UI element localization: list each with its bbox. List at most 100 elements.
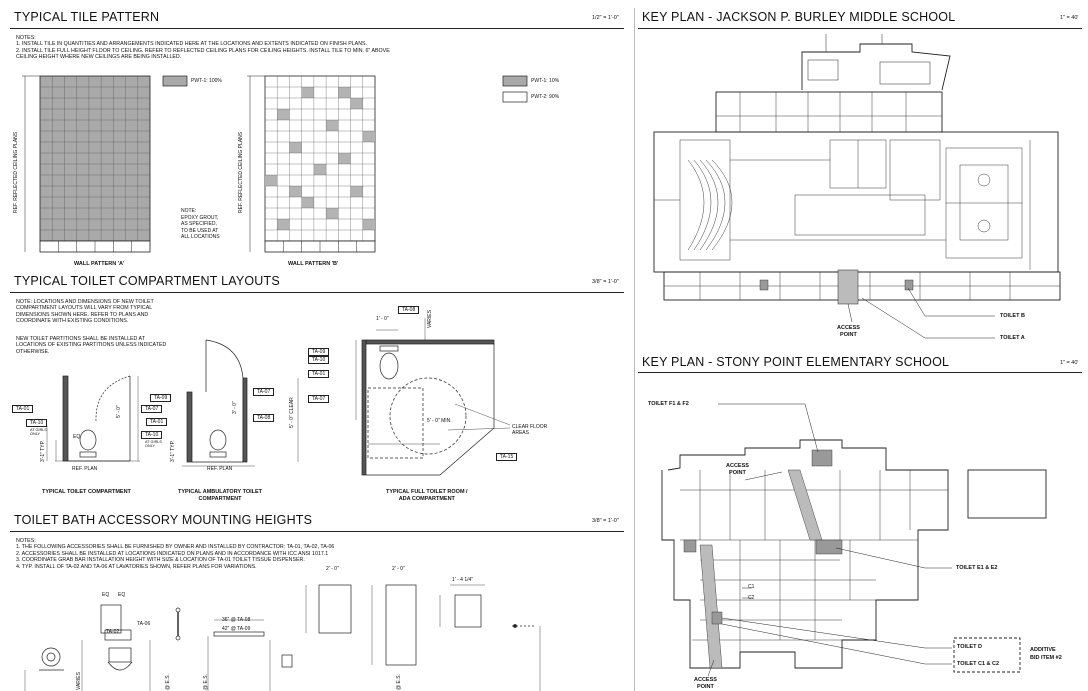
clear-floor-line: AREAS (512, 430, 529, 436)
toilet-title-rule (10, 292, 624, 293)
toilet-note-line: OTHERWISE. (16, 348, 50, 355)
toilet-f-label: TOILET F1 & F2 (648, 401, 689, 407)
accessory-mounting-title: TOILET BATH ACCESSORY MOUNTING HEIGHTS (14, 513, 313, 527)
toilet-a-label: TOILET A (1000, 335, 1025, 341)
toilet-note-line: COORDINATE WITH EXISTING CONDITIONS. (16, 318, 129, 325)
key-plan-2-rule (638, 372, 1082, 373)
typical-compartment-drawing (46, 375, 140, 462)
at-girls-line: AT GIRLS (30, 428, 47, 432)
tag-ta09-room: TA-09 (308, 348, 330, 356)
toilet-compartment-scale: 3/8" = 1'-0" (592, 279, 619, 285)
wall-pattern-a (22, 75, 151, 253)
legend-pwt1-b: PWT-1: 10% (531, 78, 560, 84)
toilet-c-label: TOILET C1 & C2 (957, 661, 1000, 667)
tag-ta10-room: TA-10 (308, 356, 330, 364)
tile-title-rule (10, 28, 624, 29)
toilet-compartment-drawings (46, 318, 511, 476)
tag-ta01-comp1: TA-01 (12, 405, 34, 413)
access-point-line: POINT (840, 332, 857, 338)
tile-note-1: 1. INSTALL TILE IN QUANTITIES AND ARRANG… (16, 41, 368, 48)
legend-pwt2-b: PWT-2: 90% (531, 94, 560, 100)
tag-ta06-access: TA-06 (137, 621, 151, 627)
toilet-e-label: TOILET E1 & E2 (956, 565, 998, 571)
tag-ta07-comp2: TA-07 (141, 405, 163, 413)
tag-ta10-comp2: TA-10 (141, 431, 163, 439)
toilet-note-line: COMPARTMENT LAYOUTS WILL VARY FROM TYPIC… (16, 305, 153, 312)
access-point-line: ACCESS (694, 677, 717, 683)
toilet-note-line: NEW TOILET PARTITIONS SHALL BE INSTALLED… (16, 336, 145, 342)
grout-note: NOTE: EPOXY GROUT, AS SPECIFIED, TO BE U… (181, 208, 220, 241)
tile-pattern-title: TYPICAL TILE PATTERN (14, 10, 160, 24)
tag-ta01-room: TA-01 (308, 370, 330, 378)
pwt1-accent-tile (338, 87, 351, 98)
access-point-line: ACCESS (837, 325, 860, 331)
tag-ta10-comp1: TA-10 (26, 419, 48, 427)
accessory-note-2: 2. ACCESSORIES SHALL BE INSTALLED AT LOC… (16, 550, 329, 557)
dim-eq-comp1: EQ (73, 434, 81, 440)
tile-pattern-scale: 1/2" = 1'-0" (592, 15, 619, 21)
pwt1-accent-tile (326, 120, 339, 131)
key-plan-1-title: KEY PLAN - JACKSON P. BURLEY MIDDLE SCHO… (642, 10, 956, 24)
tile-notes-header: NOTES: (16, 35, 36, 41)
grout-note-line: ALL LOCATIONS (181, 234, 220, 241)
label-36-ta08: 36" @ TA-08 (222, 617, 251, 623)
c1-label: C1 (748, 584, 755, 590)
access-point-line: POINT (729, 470, 746, 476)
legend-swatch-pwt1-a (162, 75, 188, 87)
accessory-notes-header: NOTES: (16, 538, 36, 544)
toilet-note-line: NOTE: LOCATIONS AND DIMENSIONS OF NEW TO… (16, 299, 154, 305)
eq-label-1: EQ (102, 592, 110, 598)
typical-compartment-caption: TYPICAL TOILET COMPARTMENT (42, 489, 131, 495)
key-plan-2-title: KEY PLAN - STONY POINT ELEMENTARY SCHOOL (642, 355, 950, 369)
dim-one-four: 1' - 4 1/4" (452, 577, 474, 583)
access-point-line: POINT (697, 684, 714, 690)
grout-note-line: AS SPECIFIED, (181, 221, 217, 228)
pwt1-accent-tile (362, 131, 375, 142)
pwt1-accent-tile (350, 186, 363, 197)
toilet-note-line: LOCATIONS OF EXISTING PARTITIONS UNLESS … (16, 342, 167, 349)
at-girls-line: AT GIRLS (145, 440, 162, 444)
pwt1-accent-tile (277, 109, 290, 120)
legend-pwt1-a: PWT-1: 100% (191, 78, 222, 84)
wall-pattern-a-label: WALL PATTERN 'A' (74, 261, 125, 267)
tile-note-2: 2. INSTALL TILE FULL HEIGHT FLOOR TO CEI… (16, 47, 390, 54)
pwt1-accent-tile (301, 87, 314, 98)
ada-toilet-room-drawing (355, 318, 511, 476)
wall-pattern-b-label: WALL PATTERN 'B' (288, 261, 339, 267)
pwt1-accent-tile (350, 98, 363, 109)
pwt1-accent-tile (289, 142, 302, 153)
caption-line: COMPARTMENT (198, 495, 242, 502)
ref-plan-comp2: REF. PLAN (207, 466, 233, 472)
pwt1-accent-tile (362, 219, 375, 230)
eq-label-2: EQ (118, 592, 126, 598)
toilet-note-line: DIMENSIONS SHOWN HERE. REFER TO PLANS AN… (16, 311, 149, 318)
tag-ta07-room: TA-07 (308, 395, 330, 403)
dim-one-zero: 1' - 0" (376, 316, 389, 322)
accessory-title-rule (10, 531, 624, 532)
accessory-mounting-scale: 3/8" = 1'-0" (592, 518, 619, 524)
tile-notes: NOTES: 1. INSTALL TILE IN QUANTITIES AND… (16, 35, 390, 61)
toilet-b-label: TOILET B (1000, 313, 1025, 319)
accessory-note-3: 3. COORDINATE GRAB BAR INSTALLATION HEIG… (16, 557, 305, 564)
additive-line: BID ITEM #2 (1030, 655, 1062, 661)
tag-ta07-comp2-right: TA-07 (253, 388, 275, 396)
tag-ta15-room: TA-15 (496, 453, 518, 461)
clear-floor-line: CLEAR FLOOR (512, 424, 548, 430)
accessory-note-4: 4. TYP. INSTALL OF TA-02 AND TA-06 AT LA… (16, 563, 257, 570)
tag-ta08-comp2: TA-08 (253, 414, 275, 422)
tile-pattern-drawing (22, 75, 528, 253)
at-girls-line: ONLY (30, 432, 41, 436)
sheet-divider (634, 8, 635, 691)
key-plan-1-drawing (653, 34, 1061, 339)
caption-line: TYPICAL AMBULATORY TOILET (178, 489, 263, 495)
access-point-line: ACCESS (726, 463, 749, 469)
legend-swatch-pwt2-b (502, 91, 528, 103)
key-plan-2-scale: 1" = 40' (1060, 360, 1079, 366)
key-plan-1-rule (638, 28, 1082, 29)
key-plan-1-scale: 1" = 40' (1060, 15, 1079, 21)
